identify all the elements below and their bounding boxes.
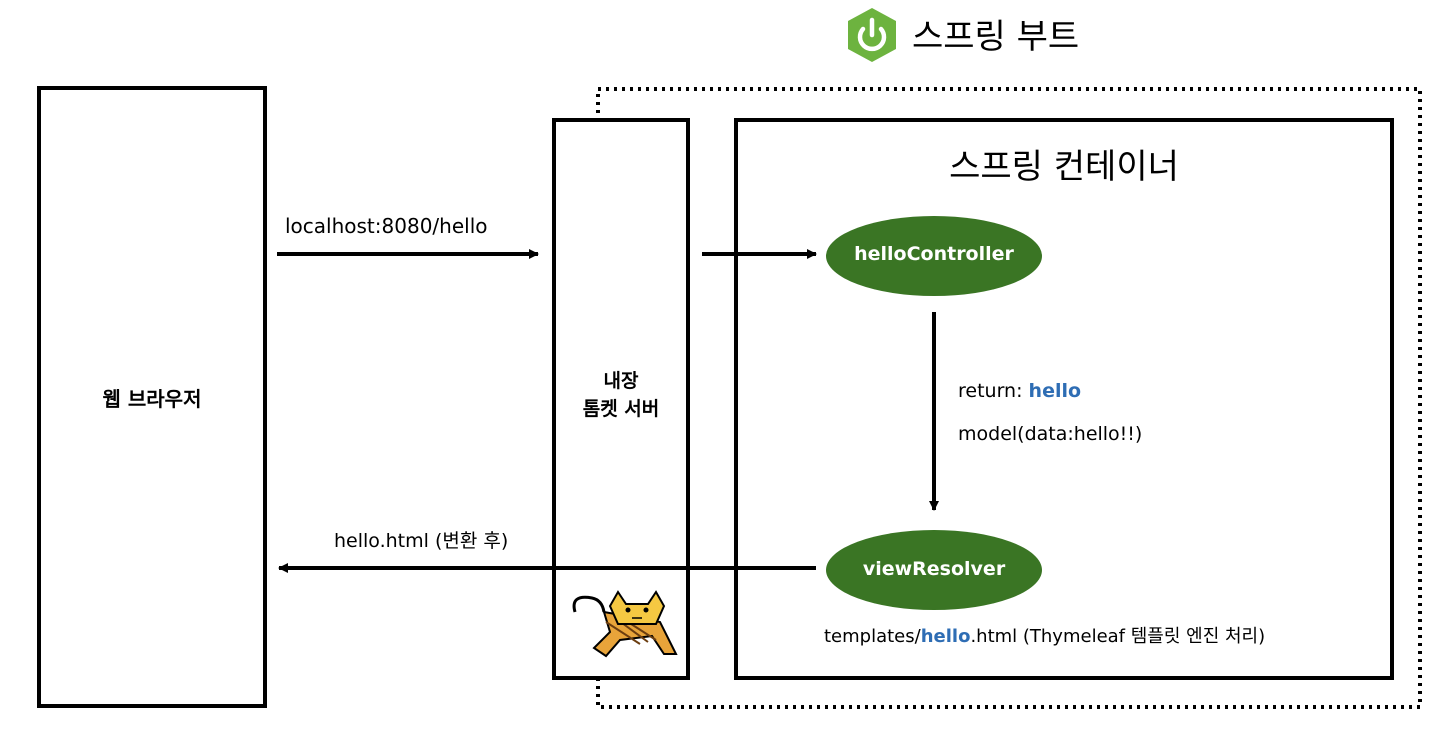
hello-controller-node <box>826 216 1042 296</box>
browser-box <box>37 86 267 708</box>
template-path-text: templates/hello.html (Thymeleaf 템플릿 엔진 처… <box>824 628 1265 646</box>
browser-label: 웹 브라우저 <box>102 387 202 411</box>
template-path-highlight: hello <box>920 626 971 647</box>
return-prefix: return: <box>958 380 1029 402</box>
template-path-before: templates/ <box>824 626 921 647</box>
tomcat-box <box>552 118 690 680</box>
view-resolver-label: viewResolver <box>862 558 1006 580</box>
return-value: hello <box>1028 380 1082 402</box>
power-icon <box>848 8 896 62</box>
model-text: model(data:hello!!) <box>958 423 1143 445</box>
spring-boot-label: 스프링 부트 <box>912 17 1080 57</box>
tomcat-label-line1: 내장 <box>603 370 639 392</box>
request-label: localhost:8080/hello <box>285 214 488 238</box>
hello-controller-label: helloController <box>854 243 1014 265</box>
tomcat-label-line2: 톰켓 서버 <box>582 398 660 420</box>
view-resolver-node <box>826 530 1042 610</box>
controller-return-text: return: hello <box>958 382 1081 401</box>
template-path-after: .html (Thymeleaf 템플릿 엔진 처리) <box>970 626 1266 647</box>
tomcat-cat-icon <box>572 590 678 658</box>
container-title: 스프링 컨테이너 <box>949 147 1179 187</box>
response-label: hello.html (변환 후) <box>334 530 509 552</box>
